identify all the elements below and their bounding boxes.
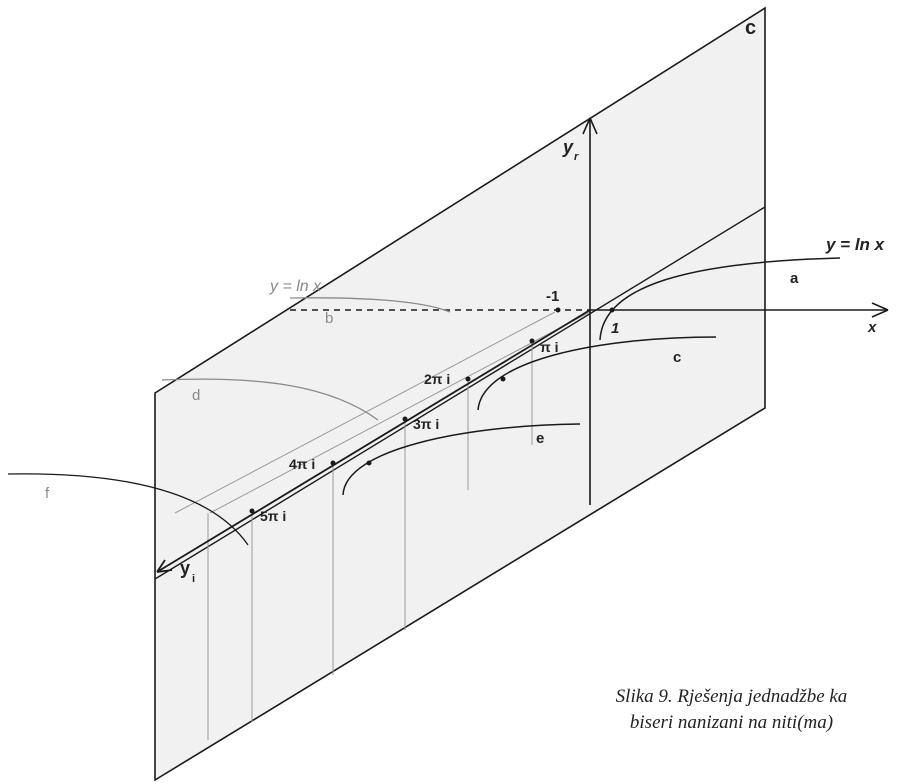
curve-d bbox=[161, 378, 379, 421]
curve-c bbox=[477, 336, 717, 411]
curve-b-label: b bbox=[325, 310, 333, 327]
curve-e bbox=[342, 423, 581, 496]
guide-line bbox=[174, 311, 556, 514]
curve-a bbox=[599, 257, 841, 341]
curve-a-label: a bbox=[790, 270, 799, 287]
curve-f-label: f bbox=[45, 485, 50, 502]
curve-c-label: c bbox=[673, 349, 681, 366]
main-curve-label: y = ln x bbox=[825, 235, 886, 254]
caption-line-1: Slika 9. Rješenja jednadžbe ka bbox=[615, 686, 848, 707]
vertical-drop-lines bbox=[207, 340, 533, 740]
yi-axis bbox=[156, 309, 591, 573]
point-3pi-label: 3π i bbox=[413, 416, 439, 432]
point-1-label: 1 bbox=[611, 320, 619, 337]
yr-axis-sub: r bbox=[574, 151, 579, 163]
curve-b bbox=[289, 297, 451, 313]
curve-f bbox=[7, 473, 249, 546]
point-2pi-label: 2π i bbox=[424, 371, 450, 387]
caption-line-2: biseri nanizani na niti(ma) bbox=[629, 712, 834, 733]
yr-axis-arrow bbox=[582, 117, 598, 135]
x-axis-label: x bbox=[867, 319, 877, 336]
curve-e-label: e bbox=[536, 430, 544, 447]
point-minus1-label: -1 bbox=[546, 288, 559, 305]
points bbox=[249, 307, 615, 514]
complex-plane bbox=[154, 6, 766, 782]
plane-real-line bbox=[154, 206, 766, 580]
point-5pi-label: 5π i bbox=[260, 508, 286, 524]
curve-d-label: d bbox=[192, 387, 200, 404]
yi-axis-sub: i bbox=[192, 573, 195, 585]
plane-label: c bbox=[745, 17, 756, 39]
yi-axis-label: y bbox=[180, 558, 190, 578]
yr-axis-label: y bbox=[562, 137, 574, 157]
guide-line bbox=[209, 311, 591, 514]
point-4pi-label: 4π i bbox=[289, 456, 315, 472]
faint-curve-label: y = ln x bbox=[269, 278, 322, 295]
figure-caption: Slika 9. Rješenja jednadžbe ka biseri na… bbox=[560, 684, 903, 736]
x-axis-arrow bbox=[871, 302, 889, 318]
yi-axis-arrow bbox=[156, 559, 173, 573]
point-pi-label: π i bbox=[540, 339, 559, 355]
